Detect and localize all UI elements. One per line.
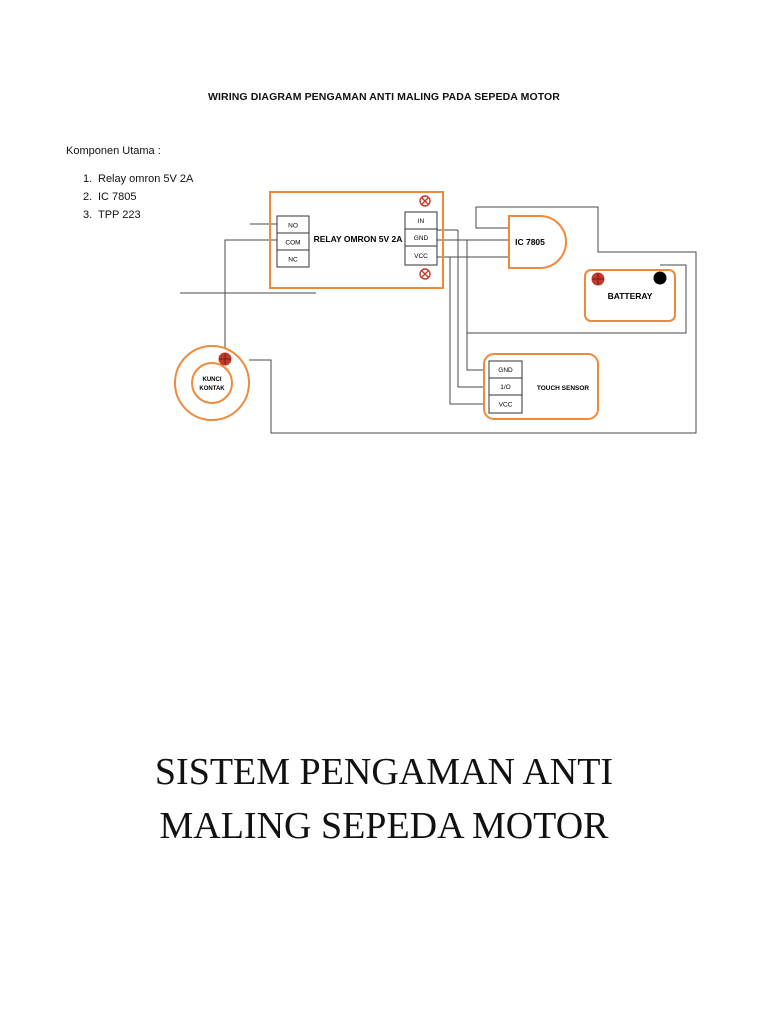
relay-pin-gnd-label: GND (414, 235, 429, 242)
relay-pin-no-label: NO (288, 223, 298, 230)
ic-7805: IC 7805 (508, 215, 567, 269)
touch-sensor-label: TOUCH SENSOR (537, 385, 590, 392)
big-title-line1: SISTEM PENGAMAN ANTI (154, 751, 614, 793)
relay-pin-vcc-label: VCC (414, 253, 428, 260)
battery: BATTERAY (584, 269, 676, 322)
wire-sensor-gnd (466, 240, 489, 371)
touch-sensor: GND 1/O VCC TOUCH SENSOR (483, 353, 599, 420)
wire-sensor-vcc (449, 257, 489, 405)
relay-terminal-top-icon (419, 195, 431, 207)
list-item-number: 2. (83, 191, 93, 203)
list-item-label: TPP 223 (98, 209, 141, 221)
list-item-label: Relay omron 5V 2A (98, 173, 194, 185)
wire-key-to-bus (249, 206, 697, 434)
ignition-key-label-line2: KONTAK (199, 386, 225, 392)
sensor-pin-vcc-label: VCC (499, 402, 513, 409)
components-heading: Komponen Utama : (66, 145, 161, 157)
relay-module: NO COM NC IN GND VCC RELAY OMRON 5V 2A (269, 191, 444, 289)
big-title-line2: MALING SEPEDA MOTOR (159, 805, 609, 847)
sensor-pin-io-label: 1/O (500, 384, 510, 391)
sensor-pin-gnd-label: GND (498, 367, 513, 374)
list-item-number: 1. (83, 173, 93, 185)
relay-pin-in-label: IN (418, 218, 425, 225)
document-title: WIRING DIAGRAM PENGAMAN ANTI MALING PADA… (208, 91, 560, 103)
relay-pin-nc (276, 249, 310, 268)
ignition-key: KUNCI KONTAK (174, 345, 250, 421)
battery-negative-terminal-icon (653, 271, 667, 285)
relay-body (269, 191, 444, 289)
list-item-number: 3. (83, 209, 93, 221)
list-item: 2. IC 7805 (83, 190, 193, 208)
list-item: 3. TPP 223 (83, 208, 193, 226)
battery-label: BATTERAY (608, 291, 653, 301)
list-item: 1. Relay omron 5V 2A (83, 172, 193, 190)
ic-7805-label: IC 7805 (515, 237, 545, 247)
battery-positive-terminal-icon (591, 272, 605, 286)
relay-label: RELAY OMRON 5V 2A (314, 234, 403, 244)
battery-body (584, 269, 676, 322)
ignition-key-terminal-icon (218, 352, 232, 366)
wire-ic-to-battery (467, 264, 687, 334)
relay-terminal-bottom-icon (419, 268, 431, 280)
relay-pin-com-label: COM (285, 240, 300, 247)
ic-7805-body (508, 215, 567, 269)
ignition-key-label-line1: KUNCI (203, 377, 222, 383)
wire-com-to-key (224, 239, 277, 355)
list-item-label: IC 7805 (98, 191, 137, 203)
sensor-pin-vcc (488, 394, 523, 414)
wire-sensor-io (437, 229, 489, 388)
relay-pin-vcc (404, 245, 438, 266)
relay-pin-nc-label: NC (288, 257, 298, 264)
wires (180, 206, 697, 434)
components-list: 1. Relay omron 5V 2A 2. IC 7805 3. TPP 223 (83, 172, 193, 226)
big-title: SISTEM PENGAMAN ANTI MALING SEPEDA MOTOR (0, 745, 768, 853)
ignition-key-inner-ring (191, 362, 233, 404)
